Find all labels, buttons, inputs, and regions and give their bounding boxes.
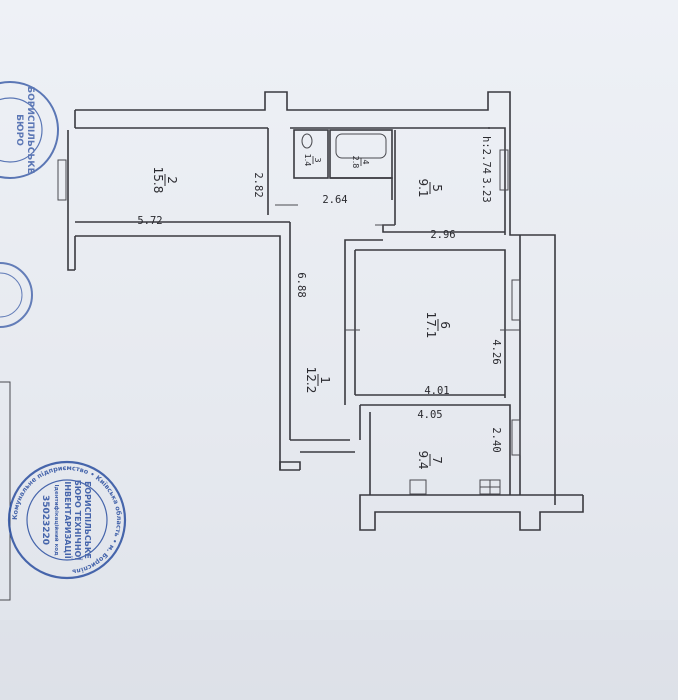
dim-4-05: 4.05 bbox=[417, 409, 442, 421]
room-4-label: 4 2.8 bbox=[351, 156, 370, 169]
room-1-area: 12.2 bbox=[304, 367, 318, 394]
room-6-area: 17.1 bbox=[424, 312, 438, 339]
main-stamp: Комунальне підприємство • Київська облас… bbox=[7, 460, 127, 580]
room-7-label: 7 9.4 bbox=[416, 450, 444, 469]
room-5-label: 5 9.1 bbox=[416, 178, 444, 197]
main-stamp-line1: БОРИСПІЛЬСЬКЕ bbox=[83, 481, 92, 559]
room-3-label: 3 1.4 bbox=[303, 154, 322, 167]
room-7-area: 9.4 bbox=[416, 450, 430, 469]
room-4-number: 4 bbox=[361, 159, 370, 164]
dim-h-2-74: h:2.74 bbox=[480, 136, 492, 174]
side-stamp bbox=[0, 262, 33, 328]
room-2-label: 2 15.8 bbox=[151, 167, 179, 194]
room-labels: 2 15.8 3 1.4 4 2.8 5 9.1 6 17.1 1 12.2 bbox=[151, 154, 452, 470]
main-stamp-inner: Ідентифікаційний код bbox=[53, 484, 60, 556]
dim-4-26: 4.26 bbox=[490, 339, 502, 364]
left-margin-box bbox=[0, 381, 11, 601]
room-3-number: 3 bbox=[313, 157, 322, 162]
main-stamp-line3: ІНВЕНТАРИЗАЦІЇ bbox=[63, 481, 73, 558]
dim-2-40: 2.40 bbox=[490, 427, 502, 452]
dim-4-01: 4.01 bbox=[424, 385, 449, 397]
room-6-label: 6 17.1 bbox=[424, 312, 452, 339]
top-stamp: БОРИСПІЛЬСЬКЕ БЮРО bbox=[0, 81, 59, 179]
room-2-number: 2 bbox=[165, 176, 179, 184]
dim-3-23: 3.23 bbox=[480, 177, 492, 202]
dim-2-96: 2.96 bbox=[430, 229, 455, 241]
top-stamp-line2: БЮРО bbox=[14, 114, 24, 146]
dim-5-72: 5.72 bbox=[137, 215, 162, 227]
room-5-area: 9.1 bbox=[416, 178, 430, 197]
page-shadow bbox=[0, 620, 678, 700]
dim-2-64: 2.64 bbox=[322, 194, 347, 206]
outer-walls bbox=[67, 91, 584, 531]
room-1-number: 1 bbox=[318, 376, 332, 384]
dim-2-82: 2.82 bbox=[252, 172, 264, 197]
room-4-area: 2.8 bbox=[351, 156, 360, 169]
interior-walls bbox=[57, 129, 521, 495]
main-stamp-code: 35023220 bbox=[40, 495, 50, 545]
room-6-number: 6 bbox=[438, 321, 452, 329]
dim-6-88: 6.88 bbox=[295, 272, 307, 297]
main-stamp-line2: БЮРО ТЕХНІЧНОЇ bbox=[73, 480, 83, 561]
room-7-number: 7 bbox=[430, 456, 444, 464]
top-stamp-line1: БОРИСПІЛЬСЬКЕ bbox=[25, 86, 35, 173]
room-5-number: 5 bbox=[430, 184, 444, 192]
room-1-label: 1 12.2 bbox=[304, 367, 332, 394]
room-2-area: 15.8 bbox=[151, 167, 165, 194]
room-3-area: 1.4 bbox=[303, 154, 312, 167]
dimension-labels: 5.72 2.82 2.64 h:2.74 3.23 2.96 6.88 4.2… bbox=[137, 136, 502, 453]
